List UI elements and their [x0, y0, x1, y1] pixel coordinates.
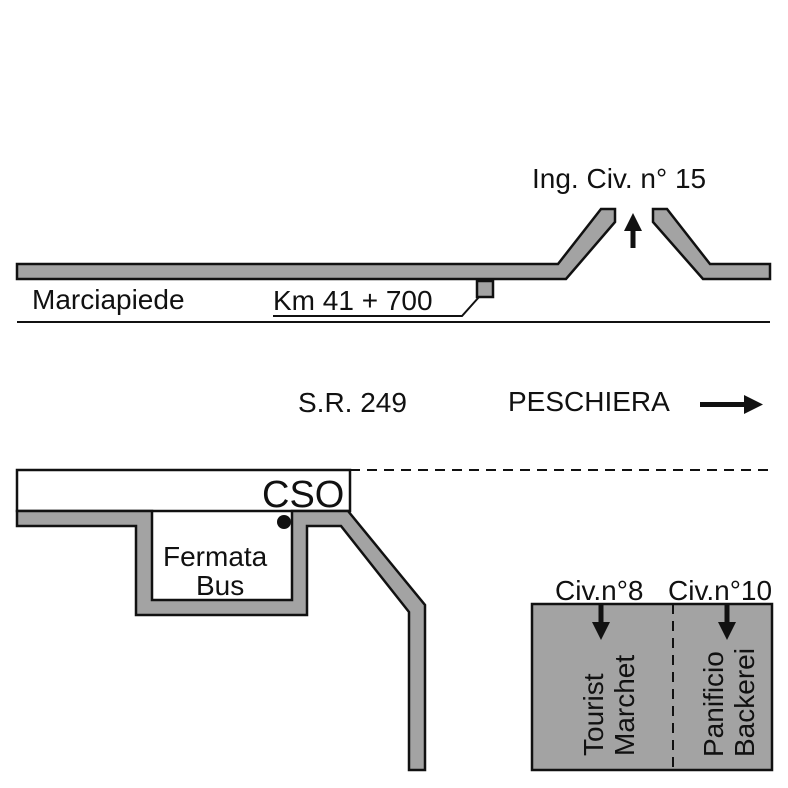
- building-2-number: Civ.n°10: [668, 575, 772, 606]
- building-1-arrow-shaft: [598, 604, 604, 624]
- bus-stop-label-line1: Fermata: [163, 541, 268, 572]
- road-name: S.R. 249: [298, 387, 407, 418]
- top-curb: [15, 207, 772, 281]
- building-2-name-line1: Panificio: [698, 651, 729, 757]
- bus-stop-curb: [15, 509, 427, 772]
- sidewalk-label: Marciapiede: [32, 284, 185, 315]
- entrance-arrow-icon: [624, 213, 642, 248]
- building-2-arrow-head: [718, 622, 736, 640]
- building-1-number: Civ.n°8: [555, 575, 643, 606]
- building-2-arrow-shaft: [724, 604, 730, 624]
- direction-arrow-icon: [700, 395, 763, 414]
- direction-label: PESCHIERA: [508, 386, 670, 417]
- top-curb-right: [651, 207, 772, 281]
- building-1-arrow-icon: [592, 604, 610, 640]
- entrance-arrow-head: [624, 213, 642, 231]
- building-2-name-line2: Backerei: [729, 648, 760, 757]
- building-1-arrow-head: [592, 622, 610, 640]
- entrance-label: Ing. Civ. n° 15: [532, 163, 706, 194]
- building-2-arrow-icon: [718, 604, 736, 640]
- bus-stop-label-line2: Bus: [196, 570, 244, 601]
- building-1-name-line1: Tourist: [578, 673, 609, 756]
- direction-arrow-shaft: [700, 402, 746, 407]
- milestone-marker: [475, 279, 495, 299]
- cso-box: [15, 468, 352, 513]
- direction-arrow-head: [744, 395, 763, 414]
- entrance-arrow-shaft: [630, 228, 636, 248]
- building-block: [530, 602, 774, 772]
- top-curb-left: [15, 207, 617, 281]
- building-1-name-line2: Marchet: [609, 655, 640, 756]
- cso-marker-dot: [277, 515, 291, 529]
- milestone-label: Km 41 + 700: [273, 285, 433, 316]
- milestone-leader-line: [273, 296, 480, 317]
- cso-label: CSO: [262, 474, 344, 516]
